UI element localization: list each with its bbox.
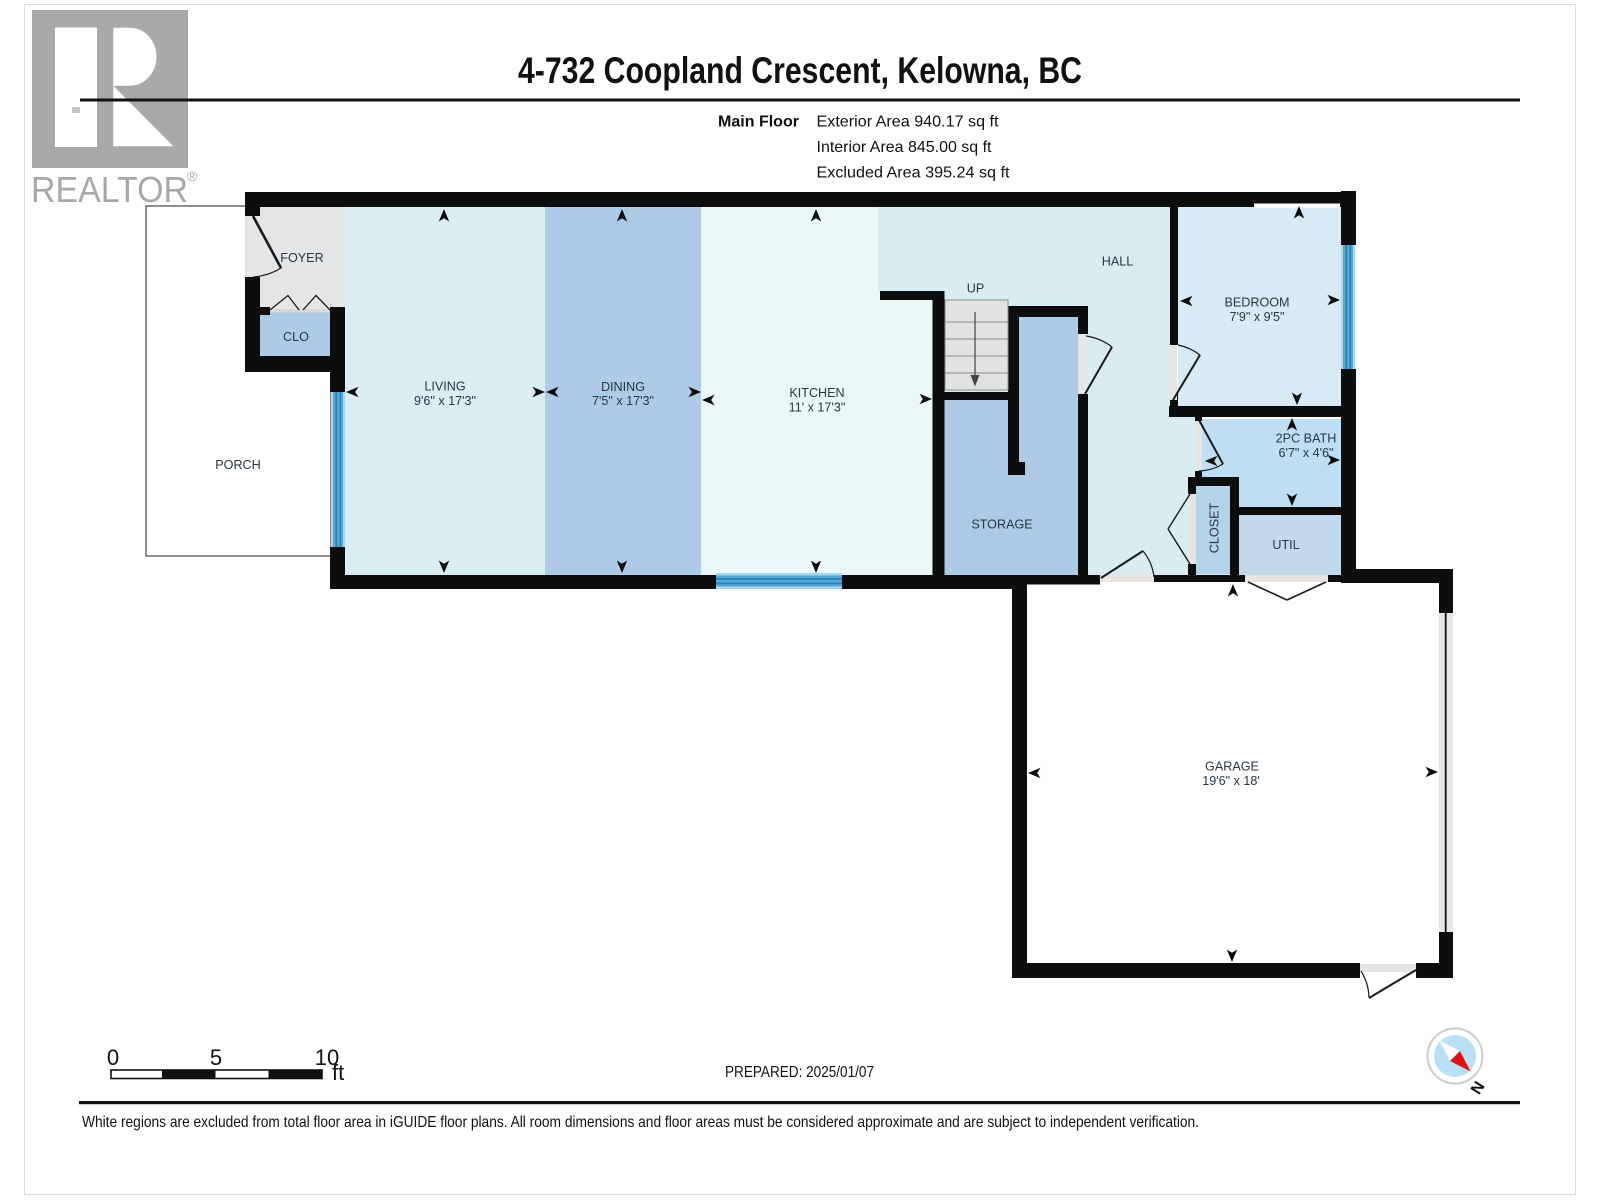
svg-text:CLOSET: CLOSET bbox=[1208, 503, 1222, 554]
svg-text:4-732 Coopland Crescent, Kelow: 4-732 Coopland Crescent, Kelowna, BC bbox=[518, 50, 1082, 91]
svg-text:19'6" x 18': 19'6" x 18' bbox=[1202, 774, 1260, 788]
svg-text:10: 10 bbox=[315, 1045, 339, 1070]
svg-text:7'5" x 17'3": 7'5" x 17'3" bbox=[592, 394, 654, 408]
svg-text:2PC BATH: 2PC BATH bbox=[1276, 432, 1337, 446]
svg-text:9'6" x 17'3": 9'6" x 17'3" bbox=[414, 394, 476, 408]
svg-text:CLO: CLO bbox=[283, 330, 309, 344]
svg-text:Excluded Area 395.24 sq ft: Excluded Area 395.24 sq ft bbox=[817, 165, 1011, 182]
svg-text:UP: UP bbox=[967, 282, 985, 296]
svg-text:PREPARED: 2025/01/07: PREPARED: 2025/01/07 bbox=[725, 1064, 874, 1081]
svg-text:5: 5 bbox=[210, 1045, 222, 1070]
svg-text:Interior Area 845.00 sq ft: Interior Area 845.00 sq ft bbox=[817, 139, 993, 156]
svg-text:STORAGE: STORAGE bbox=[971, 518, 1032, 532]
svg-text:UTIL: UTIL bbox=[1272, 538, 1299, 552]
svg-text:HALL: HALL bbox=[1102, 255, 1134, 269]
svg-text:Exterior Area 940.17 sq ft: Exterior Area 940.17 sq ft bbox=[817, 114, 1000, 131]
svg-text:0: 0 bbox=[107, 1045, 119, 1070]
svg-text:GARAGE: GARAGE bbox=[1205, 760, 1259, 774]
svg-text:Main Floor: Main Floor bbox=[718, 114, 799, 131]
svg-text:11' x 17'3": 11' x 17'3" bbox=[789, 401, 846, 415]
svg-text:BEDROOM: BEDROOM bbox=[1224, 296, 1289, 310]
svg-text:FOYER: FOYER bbox=[280, 251, 323, 265]
svg-text:REALTOR: REALTOR bbox=[31, 169, 188, 210]
svg-text:DINING: DINING bbox=[601, 380, 645, 394]
svg-text:White regions are excluded fro: White regions are excluded from total fl… bbox=[82, 1114, 1199, 1131]
svg-text:7'9" x 9'5": 7'9" x 9'5" bbox=[1229, 310, 1284, 324]
svg-text:®: ® bbox=[187, 168, 198, 184]
svg-text:PORCH: PORCH bbox=[215, 458, 260, 472]
svg-text:KITCHEN: KITCHEN bbox=[789, 386, 844, 400]
svg-text:6'7" x 4'6": 6'7" x 4'6" bbox=[1278, 446, 1333, 460]
svg-text:LIVING: LIVING bbox=[424, 380, 465, 394]
svg-text:ft: ft bbox=[332, 1060, 344, 1085]
